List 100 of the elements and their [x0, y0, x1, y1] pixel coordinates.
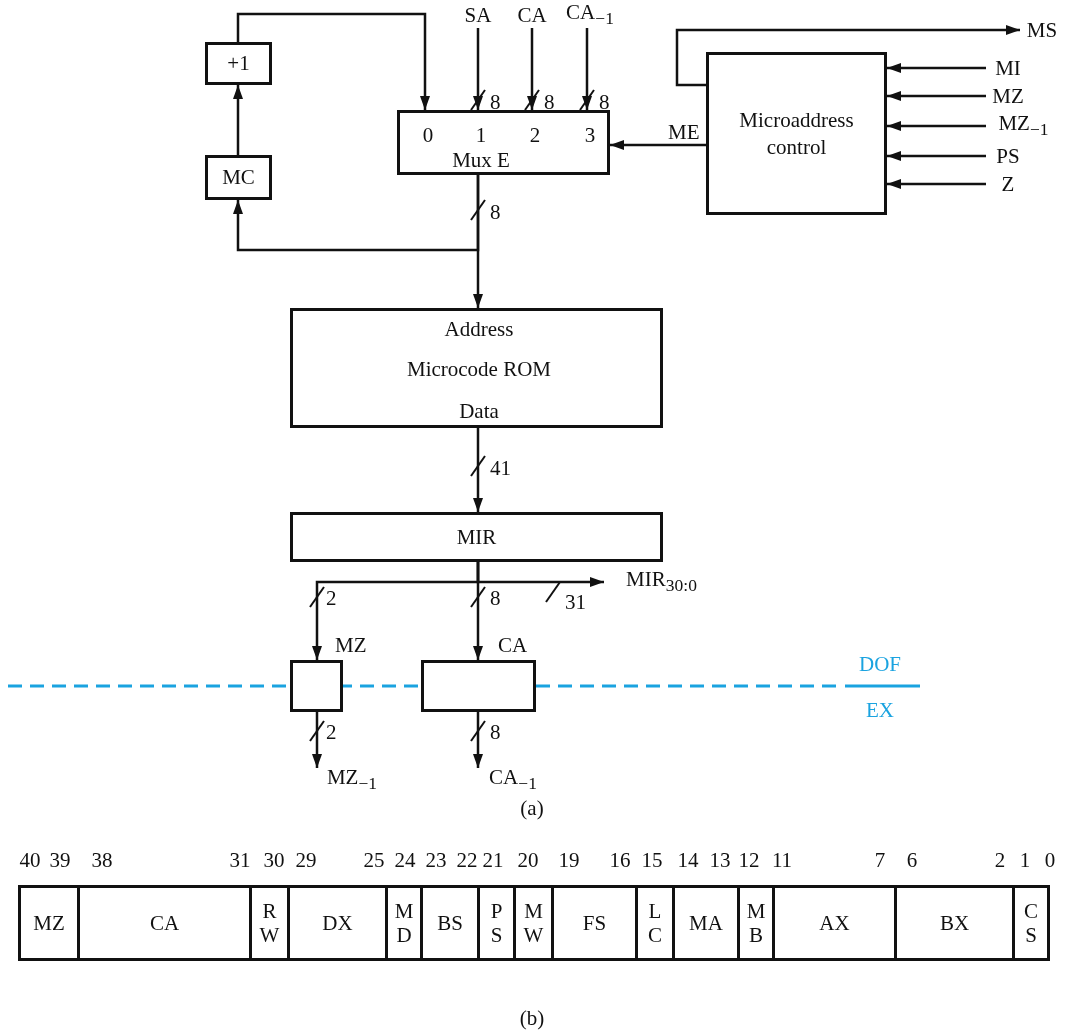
block-label: Data: [459, 400, 499, 422]
multiplexer-box: [397, 110, 610, 175]
signal-label: CA$_{−1}$: [489, 767, 537, 793]
field-cell: RW: [252, 885, 290, 961]
field-cell: MZ: [18, 885, 80, 961]
bit-number: 11: [771, 850, 793, 871]
arrow: [675, 25, 1020, 87]
field-cell: BX: [897, 885, 1015, 961]
arrow: [473, 28, 483, 110]
stage-label: EX: [866, 700, 894, 721]
arrow: [527, 28, 537, 110]
field-cell: FS: [554, 885, 638, 961]
signal-label: MS: [1026, 19, 1058, 41]
caption: (a): [520, 798, 544, 819]
bus-width: 8: [490, 202, 501, 223]
signal-label: SA: [464, 4, 492, 26]
arrow: [473, 712, 483, 768]
field-cell: MA: [675, 885, 740, 961]
register-box: [290, 660, 343, 712]
stage-label: DOF: [859, 654, 901, 675]
bit-number: 40: [19, 850, 41, 871]
bus-width: 8: [490, 588, 501, 609]
arrow: [473, 428, 483, 512]
bit-number: 25: [363, 850, 385, 871]
bit-number: 15: [641, 850, 663, 871]
block-label: MIR: [456, 526, 497, 548]
arrow: [582, 28, 592, 110]
field-cell: CA: [80, 885, 252, 961]
signal-label: CA: [517, 4, 547, 26]
field-cell: MB: [740, 885, 775, 961]
arrow: [887, 121, 986, 131]
arrow: [610, 140, 706, 150]
bit-number: 12: [738, 850, 760, 871]
block-label: +1: [227, 53, 250, 74]
arrow: [476, 562, 604, 587]
signal-label: MIR$_{30:0}$: [626, 569, 697, 595]
bit-number: 14: [677, 850, 699, 871]
field-cell: MW: [516, 885, 554, 961]
signal-label: MZ: [992, 85, 1024, 107]
arrow: [233, 175, 480, 252]
bus-width: 8: [544, 92, 555, 113]
signal-label: MZ$_{−1}$: [998, 113, 1049, 139]
register-box: [421, 660, 536, 712]
block-label: Microaddress control: [738, 107, 855, 160]
block-box: [205, 42, 272, 85]
bus-width: 8: [599, 92, 610, 113]
bus-width: 8: [490, 92, 501, 113]
rom-box: [290, 308, 663, 428]
bit-number: 16: [609, 850, 631, 871]
signal-label: PS: [996, 145, 1020, 167]
bit-number: 29: [295, 850, 317, 871]
bit-number: 31: [229, 850, 251, 871]
bit-number: 6: [906, 850, 918, 871]
bus-width: 8: [490, 722, 501, 743]
arrow: [236, 12, 430, 110]
field-cell: PS: [480, 885, 516, 961]
arrow: [887, 151, 986, 161]
bus-width: 2: [326, 588, 337, 609]
bit-number: 38: [91, 850, 113, 871]
bit-number: 39: [49, 850, 71, 871]
arrow: [887, 63, 986, 73]
arrow: [233, 85, 243, 155]
block-label: Mux E: [452, 149, 510, 171]
signal-label: Z: [1001, 173, 1015, 195]
caption: (b): [519, 1008, 545, 1029]
bit-number: 22: [456, 850, 478, 871]
field-cell: AX: [775, 885, 897, 961]
field-cell: CS: [1015, 885, 1050, 961]
input-number: 1: [475, 124, 487, 146]
arrow: [887, 91, 986, 101]
field-cell: DX: [290, 885, 388, 961]
arrow: [887, 179, 986, 189]
bus-width: 2: [326, 722, 337, 743]
input-number: 2: [529, 124, 541, 146]
block-box: [205, 155, 272, 200]
field-cell: BS: [423, 885, 480, 961]
bit-number: 19: [558, 850, 580, 871]
block-label: Address: [444, 318, 514, 340]
input-number: 0: [422, 124, 434, 146]
signal-label: MI: [995, 57, 1021, 79]
bit-number: 7: [874, 850, 886, 871]
bus-width: 31: [565, 592, 586, 613]
field-cell: LC: [638, 885, 675, 961]
input-number: 3: [584, 124, 596, 146]
block-label: Microcode ROM: [406, 358, 552, 380]
bit-number: 13: [709, 850, 731, 871]
bit-number: 2: [994, 850, 1006, 871]
signal-label: CA$_{−1}$: [566, 2, 614, 28]
field-cell: MD: [388, 885, 423, 961]
bit-number: 21: [482, 850, 504, 871]
signal-label: MZ$_{−1}$: [326, 767, 378, 793]
bit-number: 20: [517, 850, 539, 871]
bit-number: 23: [425, 850, 447, 871]
arrow: [312, 712, 322, 768]
bit-number: 24: [394, 850, 416, 871]
bus-width: 41: [490, 458, 511, 479]
block-label: MC: [222, 167, 255, 188]
bit-number: 30: [263, 850, 285, 871]
block-box: [706, 52, 887, 215]
block-box: [290, 512, 663, 562]
